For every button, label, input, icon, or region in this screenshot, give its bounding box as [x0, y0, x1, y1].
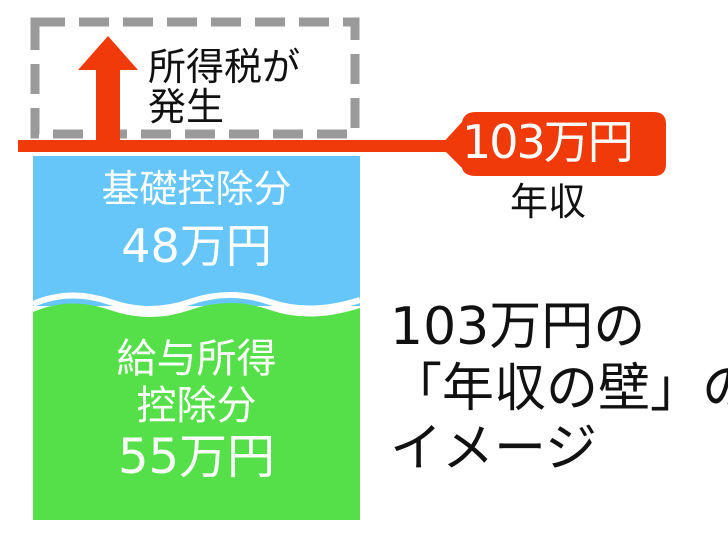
caption-line3: イメージ — [390, 419, 597, 479]
threshold-line — [18, 140, 448, 152]
salary-deduction-line1: 給与所得 — [116, 336, 277, 382]
basic-deduction-amount: 48万円 — [121, 219, 272, 273]
tax-label: 所得税が 発生 — [148, 45, 301, 129]
caption-line1: 103万円の — [390, 297, 646, 357]
wave-divider — [31, 292, 361, 312]
salary-deduction-block — [33, 303, 360, 520]
arrow-shaft — [96, 66, 120, 144]
salary-deduction-amount: 55万円 — [117, 429, 276, 485]
salary-deduction-line2: 控除分 — [136, 383, 257, 429]
caption-line2: 「年収の壁」の — [390, 359, 728, 419]
basic-deduction-label: 基礎控除分 — [101, 167, 292, 211]
tax-label-line1: 所得税が — [148, 45, 301, 89]
threshold-tag-shape — [440, 112, 666, 176]
arrow-up-icon — [78, 36, 138, 70]
income-label: 年収 — [510, 180, 587, 224]
basic-deduction-block — [33, 156, 360, 306]
tax-label-line2: 発生 — [148, 84, 225, 129]
dashed-tax-zone — [30, 17, 360, 139]
threshold-tag-text: 103万円 — [462, 115, 634, 169]
